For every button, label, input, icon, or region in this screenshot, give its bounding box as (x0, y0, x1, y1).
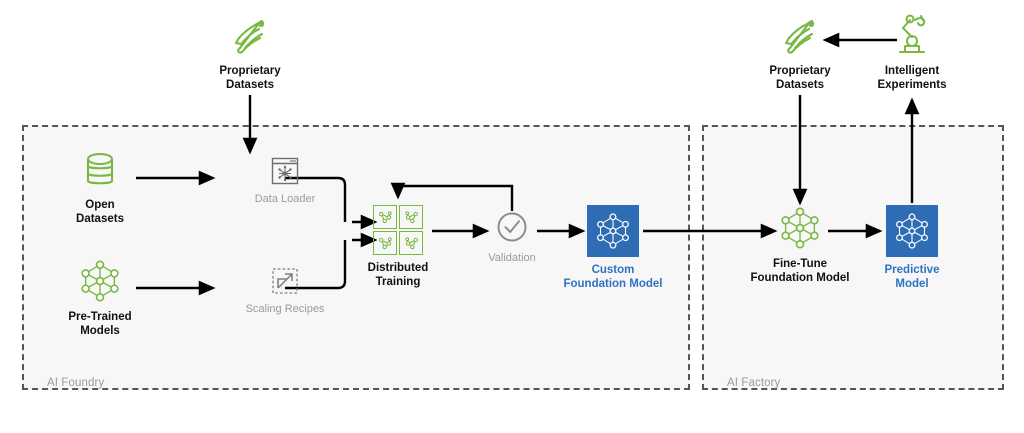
neural-network-icon (77, 258, 123, 304)
node-label: Fine-Tune Foundation Model (750, 258, 850, 284)
node-label: Data Loader (254, 193, 316, 205)
zone-ai-foundry-label: AI Foundry (47, 377, 105, 389)
node-label: Validation (488, 252, 536, 264)
node-proprietary-datasets-foundry[interactable]: Proprietary Datasets (200, 10, 300, 92)
node-label: Custom Foundation Model (563, 264, 663, 290)
node-label: Predictive Model (884, 264, 940, 290)
node-proprietary-datasets-factory[interactable]: Proprietary Datasets (750, 10, 850, 92)
node-custom-foundation-model[interactable]: Custom Foundation Model (535, 205, 691, 291)
node-intelligent-experiments[interactable]: Intelligent Experiments (862, 10, 962, 92)
scale-expand-icon (270, 266, 300, 296)
zone-ai-foundry (22, 125, 690, 390)
robot-arm-icon (888, 10, 936, 58)
database-icon (78, 148, 122, 192)
neural-network-icon (777, 205, 823, 251)
node-label: Distributed Training (367, 262, 429, 288)
custom-foundation-model-tile (587, 205, 639, 257)
check-circle-icon (494, 209, 530, 245)
node-label: Open Datasets (76, 199, 124, 225)
node-distributed-training[interactable]: Distributed Training (348, 205, 448, 289)
node-predictive-model[interactable]: Predictive Model (862, 205, 962, 291)
node-scaling-recipes[interactable]: Scaling Recipes (200, 266, 370, 316)
node-open-datasets[interactable]: Open Datasets (50, 148, 150, 226)
predictive-model-tile (886, 205, 938, 257)
node-label: Proprietary Datasets (769, 65, 831, 91)
zone-ai-factory (702, 125, 1004, 390)
node-validation[interactable]: Validation (477, 209, 547, 265)
zone-ai-factory-label: AI Factory (727, 377, 781, 389)
data-loader-window-icon (270, 156, 300, 186)
node-label: Scaling Recipes (245, 303, 325, 315)
node-fine-tune-foundation-model[interactable]: Fine-Tune Foundation Model (740, 205, 860, 285)
node-data-loader[interactable]: Data Loader (215, 156, 355, 206)
node-label: Intelligent Experiments (877, 65, 947, 91)
node-label: Proprietary Datasets (219, 65, 281, 91)
node-label: Pre-Trained Models (68, 311, 132, 337)
protein-helix-icon (226, 10, 274, 58)
node-pre-trained-models[interactable]: Pre-Trained Models (50, 258, 150, 338)
protein-helix-icon (776, 10, 824, 58)
distributed-training-icon (373, 205, 423, 255)
